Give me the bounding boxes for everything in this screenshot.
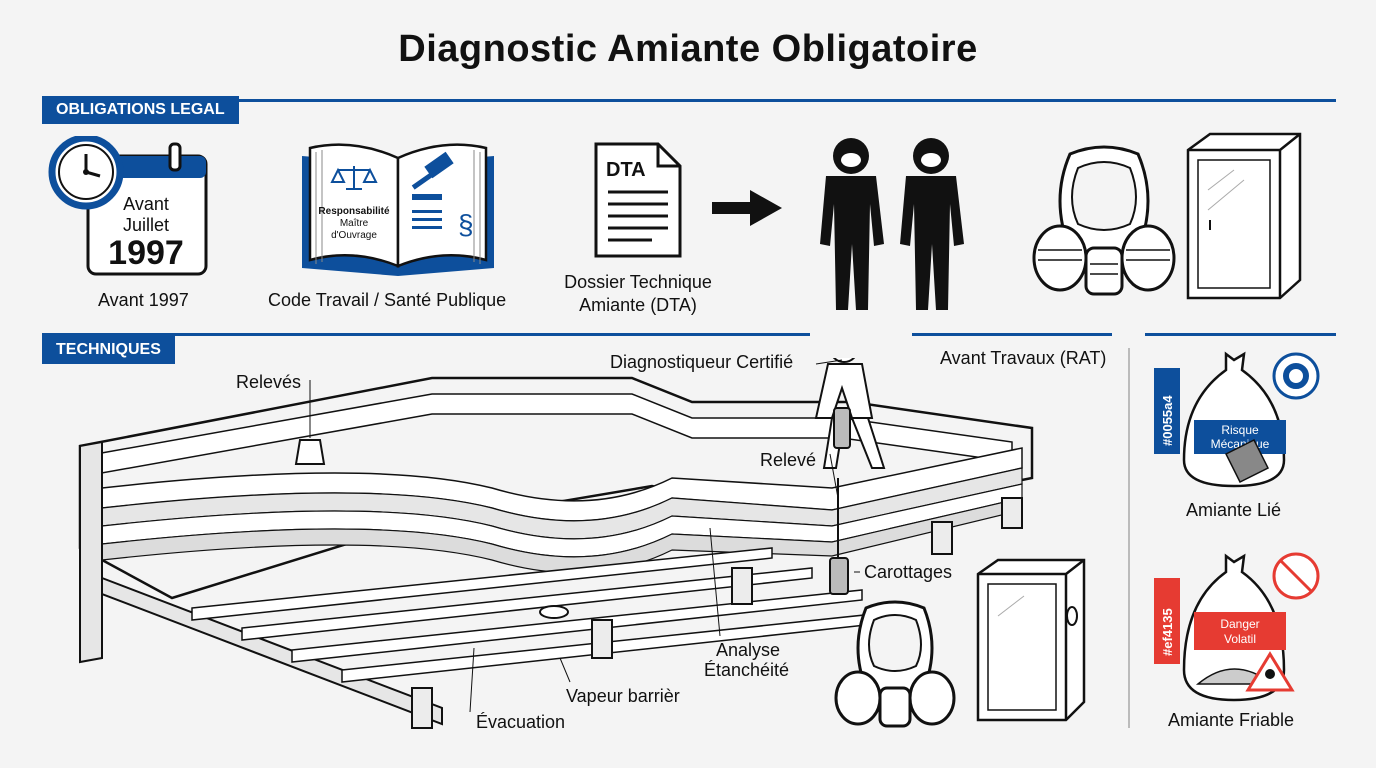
friable-badge-1: Danger [1220,617,1259,631]
label-releve: Relevé [760,450,817,470]
label-analyse-2: Étanchéité [704,660,790,680]
friable-badge-2: Volatil [1224,632,1256,646]
book-text-2: Maître [340,218,369,229]
lie-badge-1: Risque [1221,423,1259,437]
decontamination-cabin-icon-small [976,558,1086,722]
dta-caption-1: Dossier Technique [564,272,712,292]
calendar-clock-icon: Avant Juillet 1997 [48,136,208,276]
label-releves: Relevés [236,372,302,392]
book-text-1: Responsabilité [318,206,390,217]
label-evacuation: Évacuation [476,712,566,732]
amiante-friable-bag-icon: #ef4135 Danger Volatil [1154,552,1320,702]
law-book-icon: Responsabilité Maître d'Ouvrage § [302,143,494,276]
decontamination-cabin-icon [1186,132,1302,300]
label-avant-travaux: Avant Travaux (RAT) [940,348,1107,368]
label-vapeur: Vapeur barrièr [566,686,680,706]
calendar-line-2: Juillet [123,215,169,235]
lie-caption: Amiante Lié [1186,500,1282,520]
page-title: Diagnostic Amiante Obligatoire [398,28,978,70]
gas-mask-icon-small [834,600,956,728]
book-text-3: d'Ouvrage [331,230,377,241]
calendar-line-1: Avant [123,194,169,214]
dta-caption-2: Amiante (DTA) [579,295,697,315]
roof-cross-section-diagram [78,358,1034,729]
calendar-year: 1997 [108,234,184,272]
section-rule-techniques-3 [1145,333,1336,336]
section-tag-techniques: TECHNIQUES [42,336,175,364]
label-analyse-1: Analyse [716,640,781,660]
column-divider [1128,348,1130,728]
dta-document-icon: DTA [594,142,682,258]
dta-label: DTA [606,159,646,181]
friable-code: #ef4135 [1160,608,1175,656]
friable-caption: Amiante Friable [1168,710,1295,730]
amiante-lie-bag-icon: #0055a4 Risque Mécanique [1154,351,1320,488]
section-rule-techniques [42,333,810,336]
section-rule-techniques-2 [912,333,1112,336]
lie-code: #0055a4 [1160,395,1175,446]
label-carottages: Carottages [864,562,953,582]
arrow-right-icon [712,190,782,226]
protective-suit-workers-icon [820,138,964,310]
book-caption: Code Travail / Santé Publique [268,290,507,310]
label-diagnostiqueur: Diagnostiqueur Certifié [610,352,794,372]
gas-mask-icon [1032,145,1176,296]
section-rule-legal [42,99,1336,102]
section-sign-icon: § [458,209,474,240]
calendar-caption: Avant 1997 [98,290,189,310]
